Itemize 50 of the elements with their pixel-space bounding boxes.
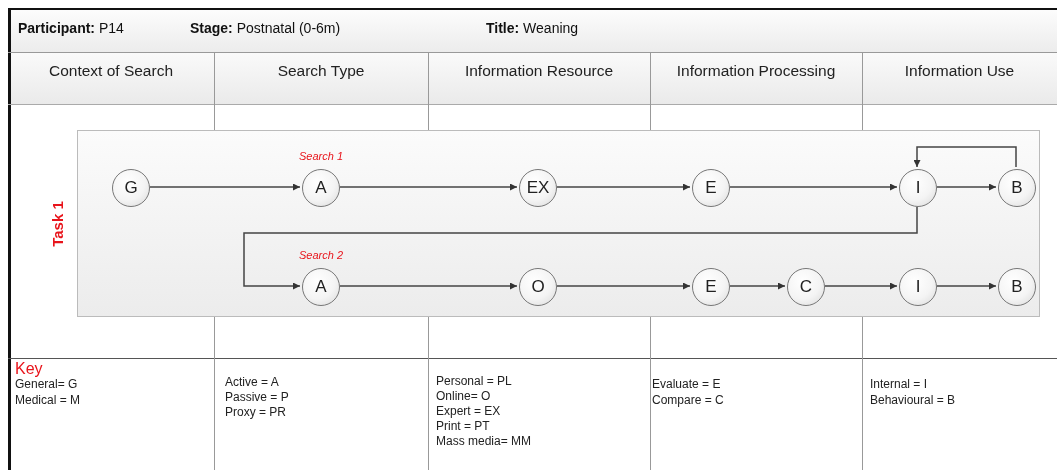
- circle-node: I: [899, 268, 937, 306]
- header-field: Title: Weaning: [486, 20, 579, 36]
- header-field: Stage: Postnatal (0-6m): [190, 20, 341, 36]
- key-entry: General= G: [15, 377, 78, 391]
- key-entry: Personal = PL: [436, 374, 512, 388]
- key-entry: Evaluate = E: [652, 377, 721, 391]
- circle-node: E: [692, 268, 730, 306]
- column-header: Context of Search: [48, 62, 174, 80]
- column-header: Information Resource: [464, 62, 614, 80]
- arrow: [149, 183, 301, 191]
- key-heading: Key: [15, 360, 43, 378]
- circle-node: C: [787, 268, 825, 306]
- circle-node: O: [519, 268, 557, 306]
- column-header: Information Processing: [676, 62, 836, 80]
- arrow: [824, 282, 898, 290]
- arrow: [729, 183, 898, 191]
- search-label: Search 2: [299, 249, 343, 261]
- circle-node: A: [302, 169, 340, 207]
- circle-node: EX: [519, 169, 557, 207]
- key-entry: Medical = M: [15, 393, 81, 407]
- circle-node: G: [112, 169, 150, 207]
- key-entry: Online= O: [436, 389, 491, 403]
- arrow: [729, 282, 786, 290]
- key-entry: Compare = C: [652, 393, 724, 407]
- column-header: Information Use: [904, 62, 1015, 80]
- circle-node: B: [998, 268, 1036, 306]
- column-header: Search Type: [277, 62, 365, 80]
- arrow: [556, 282, 691, 290]
- search-label: Search 1: [299, 150, 343, 162]
- arrow: [243, 206, 918, 290]
- key-entry: Internal = I: [870, 377, 928, 391]
- task-label: Task 1: [48, 200, 66, 247]
- key-entry: Expert = EX: [436, 404, 501, 418]
- arrow: [913, 146, 1017, 168]
- arrow: [936, 183, 997, 191]
- header-field: Participant: P14: [18, 20, 124, 36]
- key-entry: Mass media= MM: [436, 434, 532, 448]
- circle-node: B: [998, 169, 1036, 207]
- key-entry: Active = A: [225, 375, 279, 389]
- arrow: [556, 183, 691, 191]
- key-entry: Passive = P: [225, 390, 289, 404]
- circle-node: I: [899, 169, 937, 207]
- key-entry: Behavioural = B: [870, 393, 956, 407]
- circle-node: E: [692, 169, 730, 207]
- key-entry: Proxy = PR: [225, 405, 287, 419]
- key-entry: Print = PT: [436, 419, 490, 433]
- arrow: [339, 282, 518, 290]
- circle-node: A: [302, 268, 340, 306]
- arrow: [339, 183, 518, 191]
- arrow: [936, 282, 997, 290]
